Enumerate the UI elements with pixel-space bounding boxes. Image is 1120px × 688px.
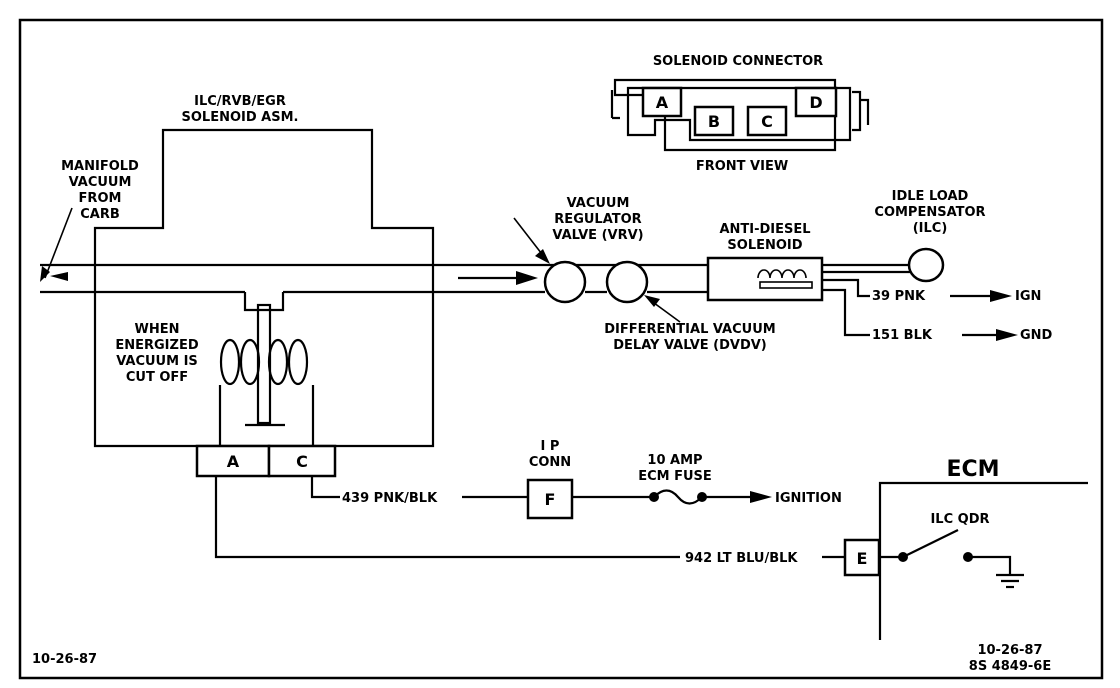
connector-pin-c	[746, 105, 788, 137]
ilc-label-1: IDLE LOAD	[892, 189, 969, 204]
anti-diesel-coil-icon	[757, 269, 813, 289]
energized-label-4: CUT OFF	[126, 370, 188, 385]
ecm-connector-e-label: E	[857, 549, 868, 568]
vrv-valve	[543, 260, 587, 304]
ip-conn-label-1: I P	[541, 439, 560, 454]
terminal-c-label: C	[296, 452, 308, 471]
diagram-border	[18, 18, 1104, 680]
vacuum-inlet-arrow-icon	[50, 272, 68, 281]
date-left: 10-26-87	[32, 652, 97, 667]
ilc-compensator	[907, 247, 945, 283]
ecm-fuse-icon	[653, 489, 703, 505]
wire-439-pnk-blk	[310, 476, 340, 499]
solenoid-terminal-a	[195, 444, 271, 478]
connector-pin-d-label: D	[809, 93, 822, 112]
date-right: 10-26-87	[977, 643, 1042, 658]
fuse-label-2: ECM FUSE	[638, 469, 712, 484]
wire-39-label: 39 PNK	[872, 289, 926, 304]
anti-diesel-label-1: ANTI-DIESEL	[719, 222, 810, 237]
ecm-label: ECM	[946, 457, 999, 482]
solenoid-asm-label-2: SOLENOID ASM.	[182, 110, 299, 125]
wire-942-label: 942 LT BLU/BLK	[685, 551, 798, 566]
ignition-label: IGNITION	[775, 491, 842, 506]
solenoid-assembly-body	[93, 128, 435, 448]
manifold-label-4: CARB	[80, 207, 120, 222]
front-view-label: FRONT VIEW	[696, 159, 788, 174]
vrv-label-3: VALVE (VRV)	[552, 228, 643, 243]
connector-pin-a-label: A	[656, 93, 669, 112]
connector-pin-a	[641, 86, 683, 118]
connector-pin-d	[794, 86, 838, 118]
solenoid-connector-title: SOLENOID CONNECTOR	[653, 54, 823, 69]
ilc-label-2: COMPENSATOR	[874, 205, 985, 220]
manifold-label-1: MANIFOLD	[61, 159, 139, 174]
solenoid-asm-label-1: ILC/RVB/EGR	[194, 94, 286, 109]
solenoid-connector: A B C D	[610, 78, 870, 152]
dvdv-valve	[605, 260, 649, 304]
flow-arrow-icon	[516, 271, 538, 285]
energized-label-2: ENERGIZED	[115, 338, 198, 353]
plunger-housing	[243, 292, 285, 312]
ilc-qdr-label: ILC QDR	[930, 512, 989, 527]
connector-pin-b	[693, 105, 735, 137]
gnd-arrow-icon	[996, 329, 1018, 341]
solenoid-terminal-c	[267, 444, 337, 478]
solenoid-coil-icon	[218, 338, 315, 446]
ignition-arrow-icon	[750, 491, 772, 503]
dvdv-label-1: DIFFERENTIAL VACUUM	[604, 322, 775, 337]
ilc-qdr-switch	[902, 529, 959, 558]
manifold-label-2: VACUUM	[69, 175, 132, 190]
connector-pin-b-label: B	[708, 112, 720, 131]
anti-diesel-label-2: SOLENOID	[727, 238, 802, 253]
wire-439-label: 439 PNK/BLK	[342, 491, 438, 506]
fuse-label-1: 10 AMP	[647, 453, 702, 468]
ground-icon	[996, 573, 1024, 589]
terminal-a-label: A	[227, 452, 240, 471]
ign-label: IGN	[1015, 289, 1041, 304]
ip-conn-label-2: CONN	[529, 455, 571, 470]
manifold-pointer-icon	[40, 266, 50, 282]
vrv-label-1: VACUUM	[567, 196, 630, 211]
vrv-label-2: REGULATOR	[554, 212, 641, 227]
wire-39-pnk	[822, 278, 870, 298]
dvdv-pointer-icon	[644, 295, 660, 307]
wire-151-blk	[822, 288, 870, 337]
anti-diesel-solenoid	[706, 256, 824, 302]
wire-151-label: 151 BLK	[872, 328, 933, 343]
energized-label-3: VACUUM IS	[116, 354, 198, 369]
energized-label-1: WHEN	[135, 322, 180, 337]
ip-connector-f-label: F	[545, 490, 556, 509]
dvdv-label-2: DELAY VALVE (DVDV)	[613, 338, 767, 353]
vrv-pointer-icon	[535, 249, 550, 264]
gnd-label: GND	[1020, 328, 1053, 343]
connector-pin-c-label: C	[761, 112, 773, 131]
manifold-label-3: FROM	[79, 191, 122, 206]
wire-942-lt-blu-blk	[214, 476, 680, 559]
ilc-label-3: (ILC)	[913, 221, 948, 236]
figure-number: 8S 4849-6E	[969, 659, 1051, 674]
ign-arrow-icon	[990, 290, 1012, 302]
ecm-boundary	[878, 481, 1088, 640]
ip-connector-f	[526, 478, 574, 520]
